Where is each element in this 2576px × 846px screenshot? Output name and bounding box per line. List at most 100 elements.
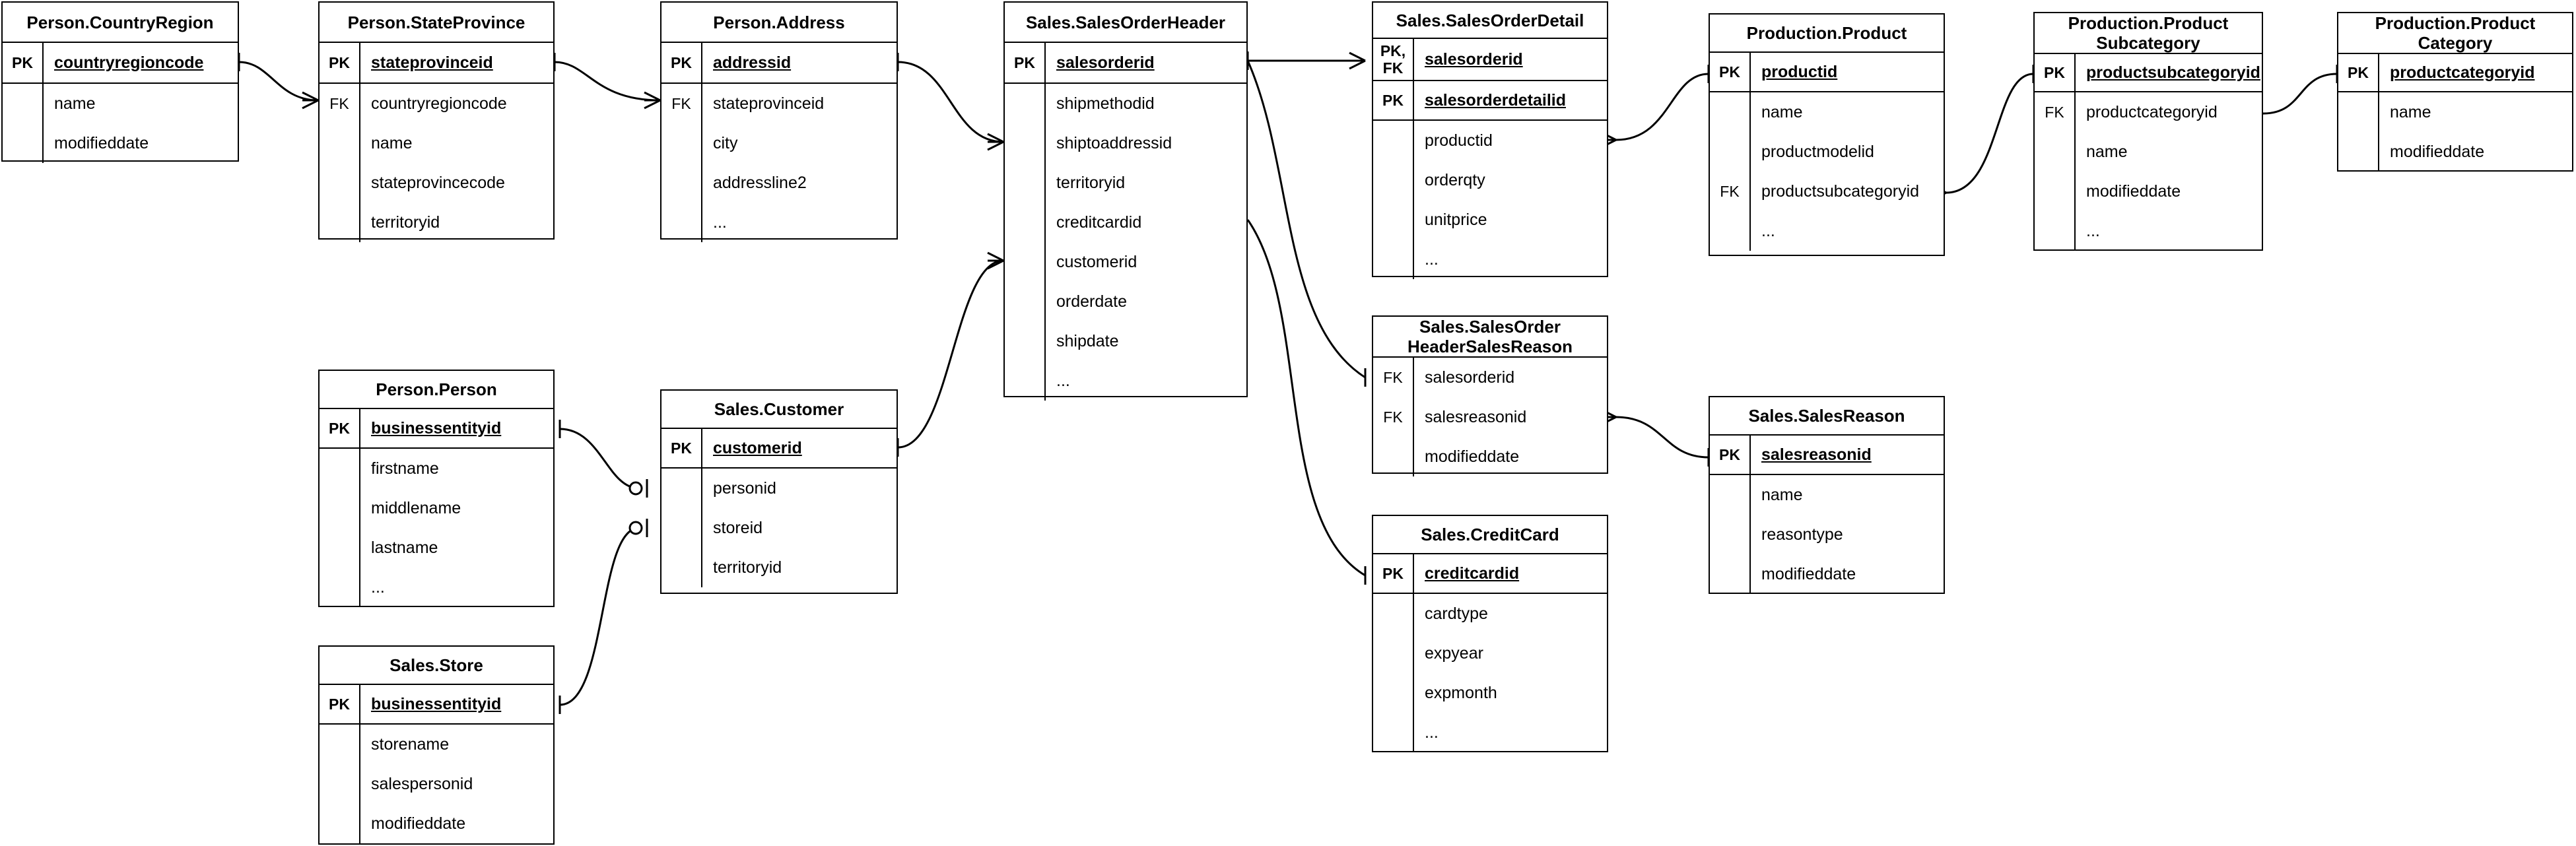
body-section: personid storeid territoryid: [661, 469, 897, 587]
entity-title: Sales.CreditCard: [1373, 516, 1607, 554]
column-name: expyear: [1425, 643, 1483, 663]
entity-sales-salesorderheader[interactable]: Sales.SalesOrderHeader PK salesorderid s: [1003, 1, 1248, 401]
edge-productsubcategory-productcategory: [2262, 73, 2338, 115]
entity-sales-creditcard[interactable]: Sales.CreditCard PK creditcardid cardtyp…: [1372, 515, 1608, 752]
column-name: modifieddate: [2390, 142, 2485, 161]
key-label: [1710, 211, 1749, 251]
column-name: modifieddate: [2086, 181, 2181, 201]
key-label: FK: [1720, 182, 1740, 200]
entity-person-countryregion[interactable]: Person.CountryRegion PK countryregioncod…: [1, 1, 239, 163]
column-name: modifieddate: [371, 814, 466, 833]
name-column: productid: [1751, 53, 1944, 91]
column-name: addressid: [713, 53, 792, 72]
name-column: personid storeid territoryid: [702, 469, 897, 587]
pk-section: PK customerid: [661, 429, 897, 469]
key-label: PK, FK: [1380, 42, 1406, 77]
key-column: [1373, 594, 1414, 752]
body-section: cardtype expyear expmonth ...: [1373, 594, 1607, 752]
key-label: PK: [671, 53, 692, 71]
key-label: [1373, 713, 1413, 752]
entity-sales-salesreason[interactable]: Sales.SalesReason PK salesreasonid name …: [1709, 396, 1945, 594]
key-label: PK: [329, 53, 350, 71]
edge-product-productsubcategory: [1946, 73, 2034, 194]
key-column: [1005, 84, 1046, 401]
pk-section: PK businessentityid: [320, 685, 553, 725]
column-name: name: [54, 94, 96, 113]
entity-sales-store[interactable]: Sales.Store PK businessentityid storenam…: [318, 645, 555, 845]
key-label: PK: [1719, 63, 1740, 81]
key-label: [661, 123, 701, 163]
column-name: name: [1761, 102, 1803, 121]
pk-section: PK salesorderid: [1005, 43, 1246, 84]
entity-production-product[interactable]: Production.Product PK productid FK name …: [1709, 13, 1945, 256]
body-section: FK countryregioncode name stateprovincec…: [320, 84, 553, 242]
key-label: FK: [329, 94, 349, 112]
entity-person-stateprovince[interactable]: Person.StateProvince PK stateprovinceid …: [318, 1, 555, 242]
body-section: FK stateprovinceid city addressline2 ...: [661, 84, 897, 242]
column-name: modifieddate: [1425, 447, 1520, 466]
key-column: PK: [320, 685, 360, 723]
column-name: customerid: [1056, 252, 1137, 271]
entity-production-productsubcategory[interactable]: Production.Product Subcategory PK produc…: [2033, 12, 2263, 251]
key-label: [1710, 92, 1749, 132]
entity-title: Production.Product Category: [2338, 13, 2572, 54]
entity-sales-customer[interactable]: Sales.Customer PK customerid personid st…: [660, 389, 898, 594]
edge-store-customer: [559, 527, 640, 706]
column-name: reasontype: [1761, 525, 1843, 544]
column-name: countryregioncode: [54, 53, 204, 72]
pk-section: PK productcategoryid: [2338, 54, 2572, 92]
body-section: name modifieddate: [2338, 92, 2572, 172]
column-name: modifieddate: [54, 133, 149, 152]
key-label: [1373, 634, 1413, 673]
column-name: productid: [1761, 62, 1838, 81]
key-label: [1373, 437, 1413, 476]
key-label: [661, 548, 701, 587]
column-name: salesorderid: [1056, 53, 1155, 72]
key-label: [320, 449, 359, 488]
entity-sales-salesorderdetail[interactable]: Sales.SalesOrderDetail PK, FK salesorder…: [1372, 1, 1608, 279]
pk-section: PK businessentityid: [320, 409, 553, 449]
key-label: PK: [1382, 564, 1404, 582]
key-label: [3, 123, 42, 163]
key-label: [1005, 123, 1044, 163]
key-column: PK: [1710, 53, 1751, 91]
key-column: [1710, 475, 1751, 594]
body-section: shipmethodid shiptoaddressid territoryid…: [1005, 84, 1246, 401]
key-column: [1373, 121, 1414, 279]
entity-production-productcategory[interactable]: Production.Product Category PK productca…: [2337, 12, 2573, 172]
key-column: FK: [2035, 92, 2076, 251]
key-label: [1005, 242, 1044, 282]
column-name: name: [1761, 485, 1803, 504]
pk-section: PK salesorderdetailid: [1373, 81, 1607, 121]
column-name: productsubcategoryid: [2086, 63, 2260, 82]
entity-person-address[interactable]: Person.Address PK addressid FK stateprov…: [660, 1, 898, 242]
column-name: ...: [2086, 221, 2100, 240]
column-name: ...: [1056, 371, 1070, 390]
key-column: [2338, 92, 2379, 172]
key-label: [2338, 132, 2378, 172]
column-name: salespersonid: [371, 774, 473, 793]
column-name: expmonth: [1425, 683, 1497, 702]
column-name: ...: [713, 212, 727, 232]
key-column: PK: [320, 43, 360, 82]
key-label: [320, 203, 359, 242]
entity-title: Sales.SalesOrderDetail: [1373, 3, 1607, 39]
key-label: [320, 764, 359, 804]
key-label: [2035, 172, 2074, 211]
name-column: shipmethodid shiptoaddressid territoryid…: [1046, 84, 1246, 401]
key-label: PK: [2044, 63, 2065, 81]
column-name: ...: [1761, 221, 1775, 240]
body-section: storename salespersonid modifieddate: [320, 725, 553, 843]
column-name: ...: [371, 577, 385, 597]
body-section: productid orderqty unitprice ...: [1373, 121, 1607, 279]
entity-person-person[interactable]: Person.Person PK businessentityid firstn…: [318, 370, 555, 607]
key-label: [320, 804, 359, 843]
column-name: territoryid: [371, 212, 440, 232]
key-label: FK: [1383, 368, 1403, 386]
column-name: stateprovinceid: [371, 53, 493, 72]
key-label: [1373, 594, 1413, 634]
name-column: name reasontype modifieddate: [1751, 475, 1944, 594]
entity-sales-salesorderheadersalesreason[interactable]: Sales.SalesOrder HeaderSalesReason FK FK…: [1372, 315, 1608, 476]
key-column: PK: [2035, 54, 2076, 91]
